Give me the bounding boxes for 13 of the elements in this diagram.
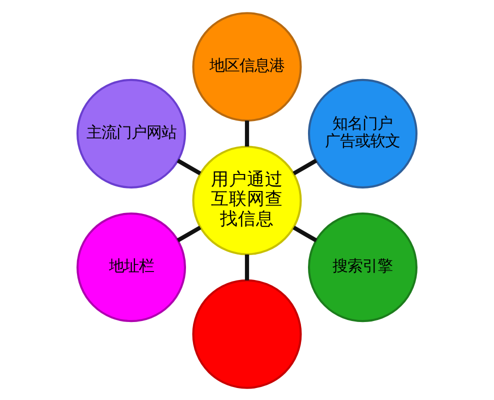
node-circle bbox=[192, 278, 302, 388]
connector bbox=[244, 120, 250, 146]
node-circle: 用户通过互联网查找信息 bbox=[192, 145, 302, 255]
node-circle: 知名门户广告或软文 bbox=[308, 78, 418, 188]
connector bbox=[292, 158, 318, 175]
node-circle: 搜索引擎 bbox=[308, 212, 418, 322]
connector bbox=[292, 225, 318, 242]
node-circle: 地址栏 bbox=[76, 212, 186, 322]
node-circle: 主流门户网站 bbox=[76, 78, 186, 188]
connector bbox=[176, 158, 202, 175]
connector bbox=[176, 225, 202, 242]
connector bbox=[244, 254, 250, 280]
node-circle: 地区信息港 bbox=[192, 12, 302, 122]
